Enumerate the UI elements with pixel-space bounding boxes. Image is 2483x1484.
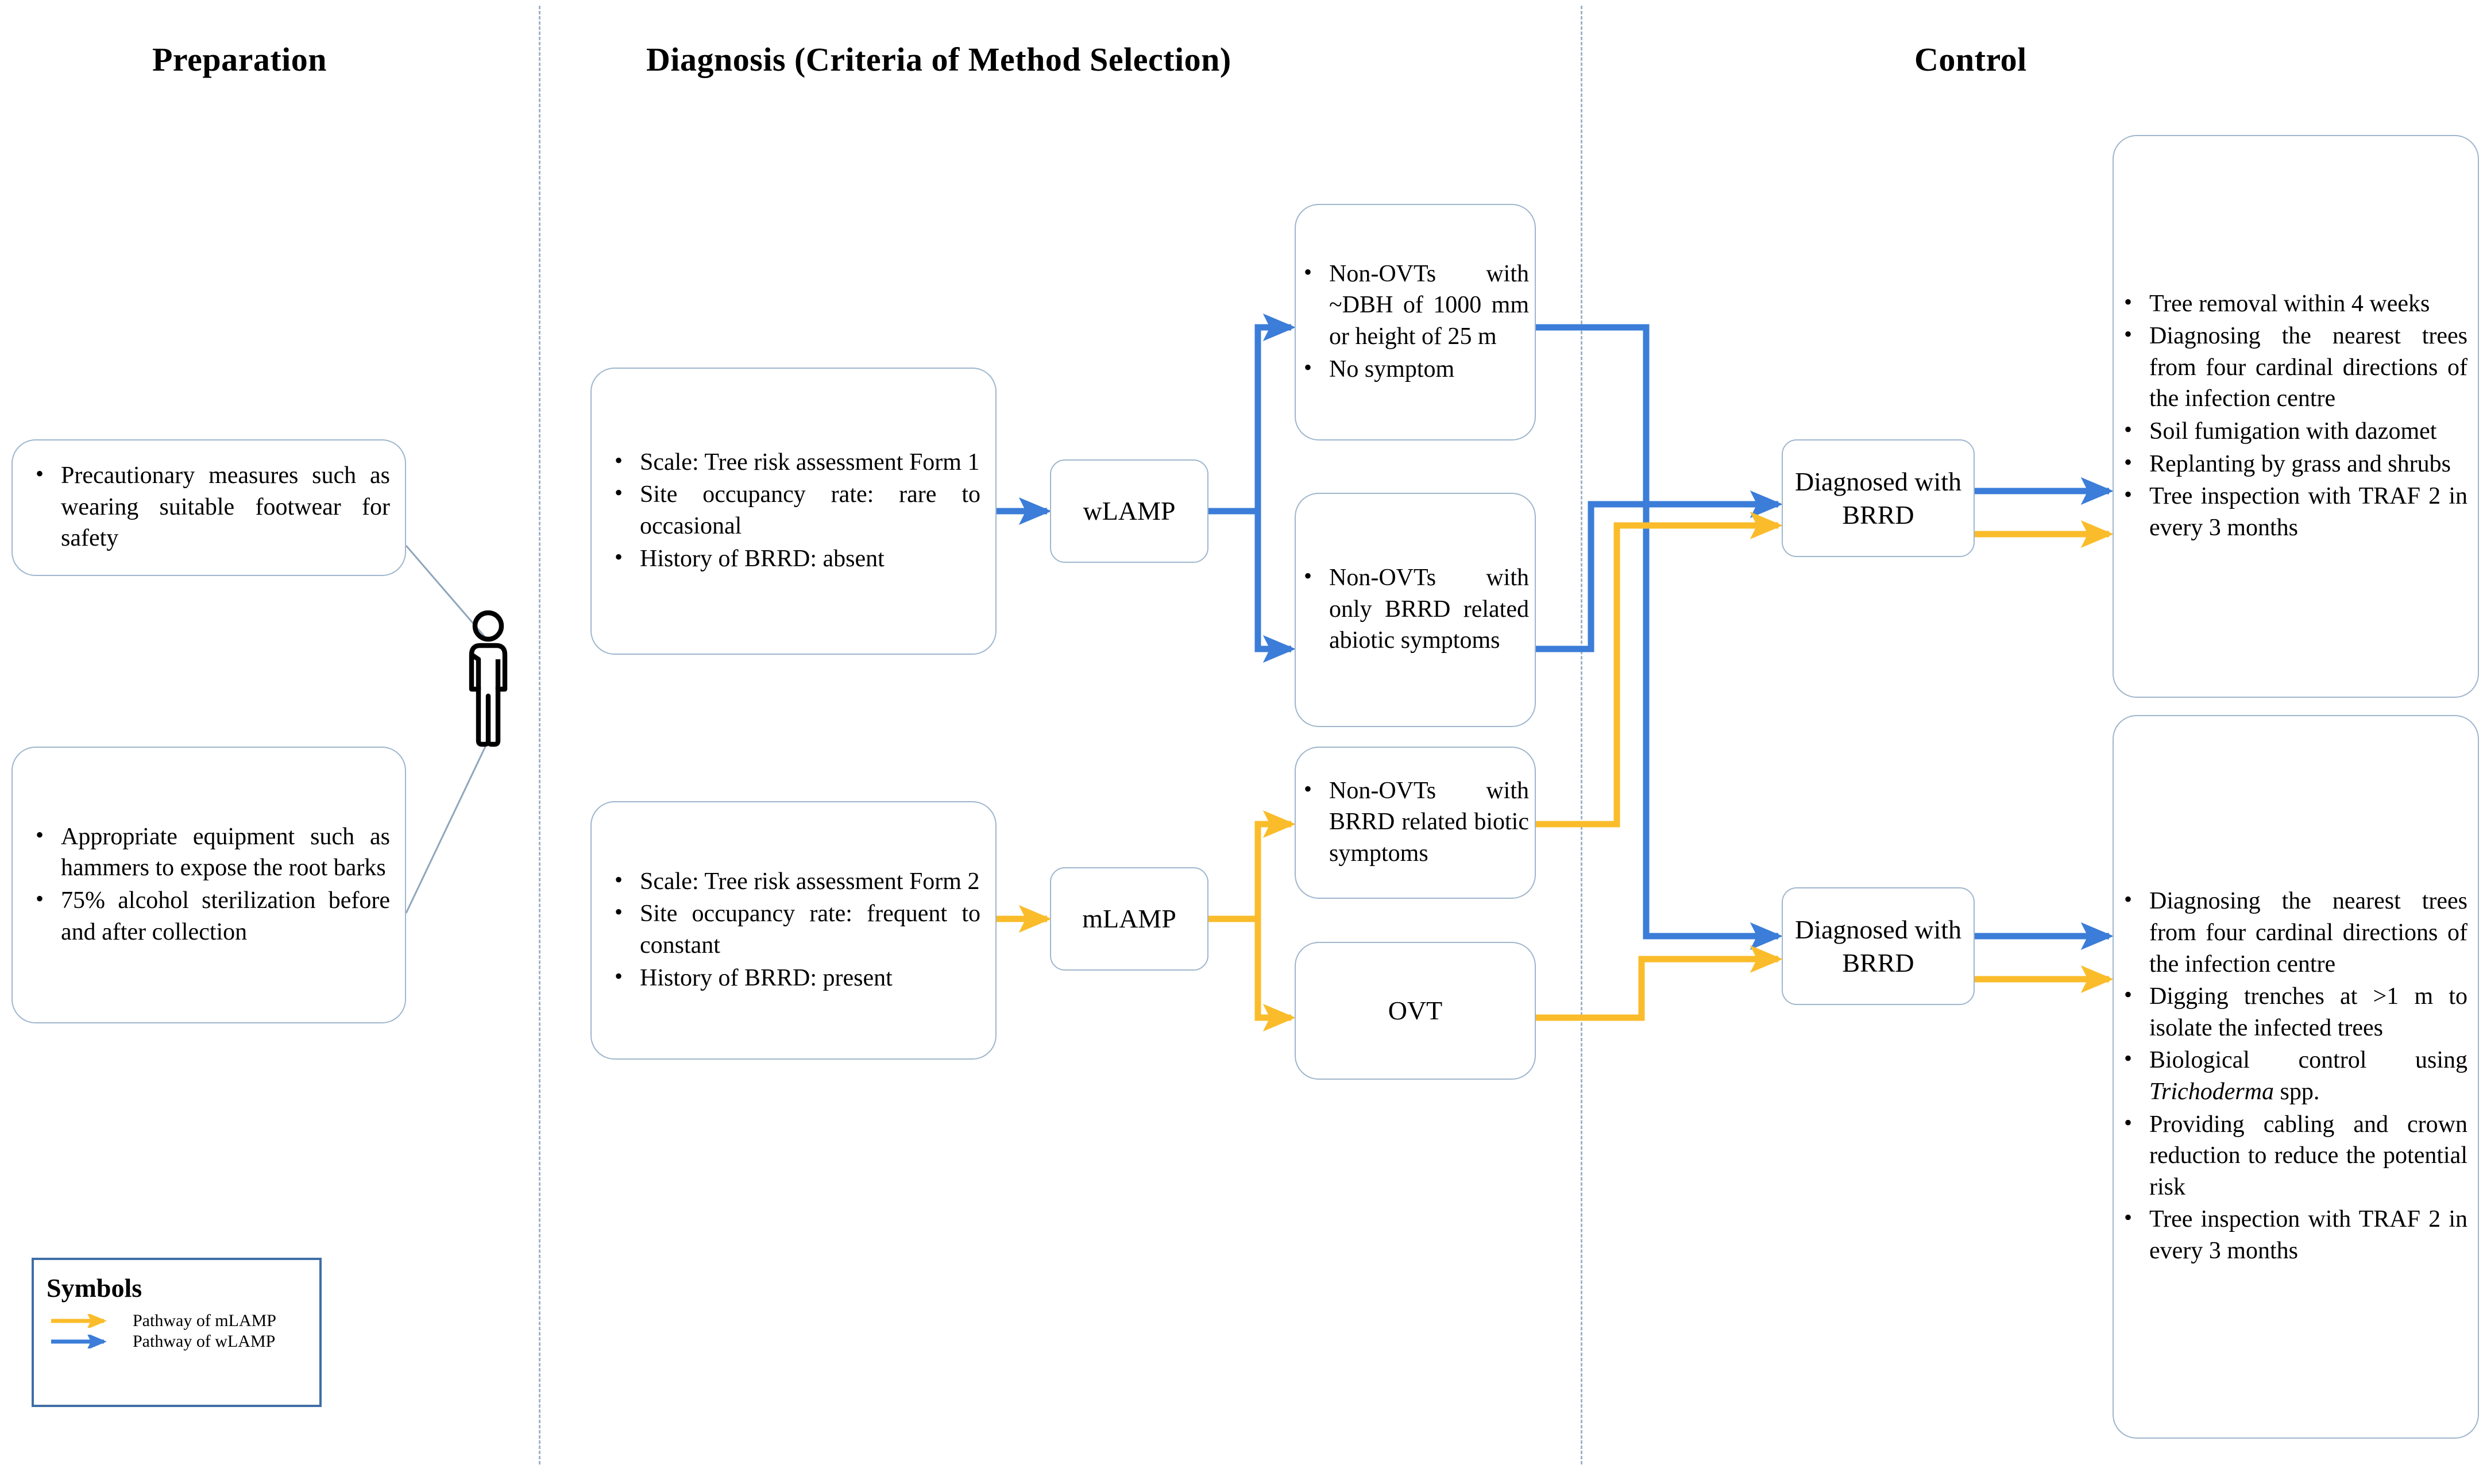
column-header-control: Control xyxy=(1914,41,2027,78)
outcome-non-ovt-biotic-box: Non-OVTs with BRRD related biotic sympto… xyxy=(1295,747,1536,899)
list-item: 75% alcohol sterilization before and aft… xyxy=(30,884,390,948)
outcome3-list: Non-OVTs with BRRD related biotic sympto… xyxy=(1296,774,1535,871)
wlamp-label: wLAMP xyxy=(1083,496,1176,526)
list-item: History of BRRD: present xyxy=(609,961,980,994)
person-icon xyxy=(469,610,508,747)
bio-pre: Biological control using xyxy=(2149,1047,2467,1074)
list-item: Soil fumigation with dazomet xyxy=(2118,415,2467,447)
column-header-diagnosis: Diagnosis (Criteria of Method Selection) xyxy=(646,41,1231,78)
symbols-legend: Symbols Pathway of mLAMP xyxy=(32,1258,322,1407)
diagnosed-bottom-label: Diagnosed with BRRD xyxy=(1794,915,1961,977)
outcome-non-ovt-large-box: Non-OVTs with ~DBH of 1000 mm or height … xyxy=(1295,204,1536,440)
leader-line-bottom xyxy=(405,746,486,914)
outcome1-list: Non-OVTs with ~DBH of 1000 mm or height … xyxy=(1296,257,1535,386)
list-item: Non-OVTs with only BRRD related abiotic … xyxy=(1298,561,1529,656)
list-item: Tree inspection with TRAF 2 in every 3 m… xyxy=(2118,1203,2467,1266)
criteria-mlamp-box: Scale: Tree risk assessment Form 2 Site … xyxy=(590,801,997,1060)
arrow-right-icon xyxy=(51,1314,107,1328)
arrow-mlamp-to-outcome3 xyxy=(1208,810,1296,922)
precaution-list: Precautionary measures such as wearing s… xyxy=(13,459,405,555)
list-item: No symptom xyxy=(1298,353,1529,385)
list-item: Diagnosing the nearest trees from four c… xyxy=(2118,319,2467,415)
outcome-ovt-box: OVT xyxy=(1295,942,1536,1080)
column-divider-2 xyxy=(1581,6,1582,1464)
bio-italic: Trichoderma xyxy=(2149,1079,2275,1105)
list-item: Tree inspection with TRAF 2 in every 3 m… xyxy=(2118,480,2467,543)
list-item: Replanting by grass and shrubs xyxy=(2118,447,2467,480)
legend-row-mlamp: Pathway of mLAMP xyxy=(49,1311,319,1331)
diagnosed-top-label: Diagnosed with BRRD xyxy=(1794,467,1961,530)
criteria-mlamp-list: Scale: Tree risk assessment Form 2 Site … xyxy=(592,865,995,995)
arrow-mlamp-to-outcome4 xyxy=(1254,919,1296,1032)
equipment-box: Appropriate equipment such as hammers to… xyxy=(11,747,406,1023)
outcome-non-ovt-abiotic-box: Non-OVTs with only BRRD related abiotic … xyxy=(1295,493,1536,727)
list-item: Tree removal within 4 weeks xyxy=(2118,287,2467,320)
list-item: Site occupancy rate: rare to occasional xyxy=(609,478,980,542)
list-item: Non-OVTs with ~DBH of 1000 mm or height … xyxy=(1298,257,1529,353)
legend-row-wlamp: Pathway of wLAMP xyxy=(49,1332,319,1351)
control-bottom-list: Diagnosing the nearest trees from four c… xyxy=(2114,884,2478,1267)
precautionary-measures-box: Precautionary measures such as wearing s… xyxy=(11,439,406,576)
legend-title: Symbols xyxy=(47,1273,142,1303)
mlamp-label: mLAMP xyxy=(1082,904,1176,934)
wlamp-box: wLAMP xyxy=(1050,459,1208,563)
column-header-preparation: Preparation xyxy=(152,41,327,78)
list-item: Appropriate equipment such as hammers to… xyxy=(30,820,390,884)
list-item: History of BRRD: absent xyxy=(609,542,980,575)
criteria-wlamp-box: Scale: Tree risk assessment Form 1 Site … xyxy=(590,368,997,655)
ovt-label: OVT xyxy=(1388,996,1443,1026)
arrow-outcome4-to-diagnosed-bottom xyxy=(1536,945,1783,1021)
legend-label-wlamp: Pathway of wLAMP xyxy=(133,1332,276,1351)
mlamp-box: mLAMP xyxy=(1050,867,1208,971)
arrow-wlamp-to-outcome1 xyxy=(1208,313,1296,515)
control-actions-bottom-box: Diagnosing the nearest trees from four c… xyxy=(2113,715,2479,1439)
outcome2-list: Non-OVTs with only BRRD related abiotic … xyxy=(1296,561,1535,658)
diagnosed-brrd-bottom-box: Diagnosed with BRRD xyxy=(1782,887,1975,1005)
legend-label-mlamp: Pathway of mLAMP xyxy=(133,1311,276,1330)
list-item: Diagnosing the nearest trees from four c… xyxy=(2118,884,2467,980)
diagnosed-brrd-top-box: Diagnosed with BRRD xyxy=(1782,439,1975,557)
list-item: Scale: Tree risk assessment Form 2 xyxy=(609,865,980,898)
list-item: Non-OVTs with BRRD related biotic sympto… xyxy=(1298,774,1529,869)
column-divider-1 xyxy=(539,6,540,1464)
arrow-outcome1-to-diagnosed-bottom xyxy=(1536,324,1783,950)
list-item: Precautionary measures such as wearing s… xyxy=(30,459,390,554)
arrow-wlamp-to-outcome2 xyxy=(1254,511,1296,663)
list-item: Site occupancy rate: frequent to constan… xyxy=(609,897,980,961)
arrow-outcome2-to-diagnosed-top xyxy=(1536,490,1783,652)
arrow-outcome3-to-diagnosed-top xyxy=(1536,511,1783,828)
control-actions-top-box: Tree removal within 4 weeks Diagnosing t… xyxy=(2113,135,2479,698)
arrow-right-icon xyxy=(51,1335,107,1348)
equipment-list: Appropriate equipment such as hammers to… xyxy=(13,820,405,949)
list-item: Digging trenches at >1 m to isolate the … xyxy=(2118,980,2467,1044)
list-item: Biological control using Trichoderma spp… xyxy=(2118,1044,2467,1107)
control-top-list: Tree removal within 4 weeks Diagnosing t… xyxy=(2114,287,2478,545)
criteria-wlamp-list: Scale: Tree risk assessment Form 1 Site … xyxy=(592,446,995,575)
list-item: Scale: Tree risk assessment Form 1 xyxy=(609,446,980,478)
bio-post: spp. xyxy=(2274,1079,2320,1105)
list-item: Providing cabling and crown reduction to… xyxy=(2118,1108,2467,1203)
